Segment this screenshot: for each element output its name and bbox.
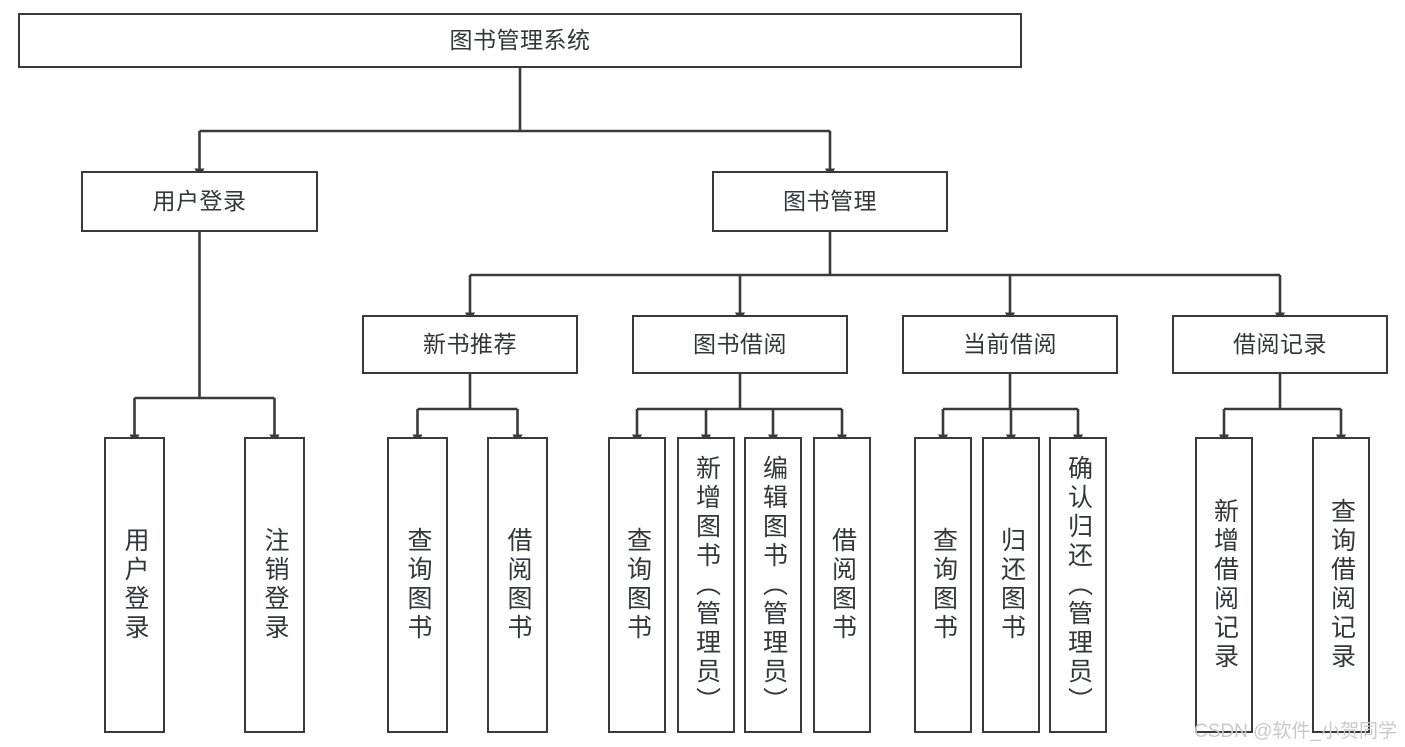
leaf-return-book[interactable]: 归还图书	[982, 437, 1040, 733]
node-new-book-recommend[interactable]: 新书推荐	[362, 315, 578, 374]
connector-lines	[129, 68, 1346, 445]
leaf-add-borrow-record[interactable]: 新增借阅记录	[1195, 437, 1253, 733]
leaf-query-borrow-record[interactable]: 查询借阅记录	[1312, 437, 1370, 733]
node-root[interactable]: 图书管理系统	[18, 13, 1022, 68]
node-label: 图书借阅	[693, 330, 787, 357]
leaf-query-book-recommend[interactable]: 查询图书	[387, 437, 448, 733]
node-label: 确认归还（管理员）	[1064, 454, 1093, 716]
node-label: 新增借阅记录	[1210, 498, 1239, 672]
watermark: CSDN @软件_小贺同学	[1194, 721, 1397, 742]
node-label: 用户登录	[152, 187, 247, 214]
node-label: 新增图书（管理员）	[692, 454, 721, 716]
node-book-borrow[interactable]: 图书借阅	[632, 315, 848, 374]
node-label: 借阅记录	[1233, 330, 1327, 357]
node-label: 当前借阅	[963, 330, 1057, 357]
leaf-edit-book-admin[interactable]: 编辑图书（管理员）	[744, 437, 802, 733]
node-book-management[interactable]: 图书管理	[712, 171, 948, 232]
node-label: 新书推荐	[423, 330, 517, 357]
node-user-login[interactable]: 用户登录	[81, 171, 318, 232]
leaf-borrow-book-recommend[interactable]: 借阅图书	[487, 437, 548, 733]
node-label: 查询图书	[404, 527, 432, 643]
node-label: 借阅图书	[504, 527, 532, 643]
leaf-query-book-borrow[interactable]: 查询图书	[608, 437, 666, 733]
node-borrow-record[interactable]: 借阅记录	[1172, 315, 1388, 374]
node-label: 归还图书	[997, 527, 1026, 643]
node-label: 查询图书	[929, 527, 958, 643]
node-label: 查询图书	[623, 527, 652, 643]
leaf-borrow-book[interactable]: 借阅图书	[813, 437, 871, 733]
node-current-borrow[interactable]: 当前借阅	[902, 315, 1118, 374]
leaf-query-book-current[interactable]: 查询图书	[914, 437, 972, 733]
node-label: 注销登录	[261, 527, 289, 643]
leaf-user-login[interactable]: 用户登录	[104, 437, 165, 733]
node-label: 图书管理	[783, 187, 877, 214]
leaf-logout[interactable]: 注销登录	[244, 437, 305, 733]
node-label: 借阅图书	[828, 527, 857, 643]
node-label: 查询借阅记录	[1327, 498, 1356, 672]
node-label: 用户登录	[121, 527, 149, 643]
leaf-add-book-admin[interactable]: 新增图书（管理员）	[677, 437, 735, 733]
leaf-confirm-return-admin[interactable]: 确认归还（管理员）	[1049, 437, 1107, 733]
node-label: 编辑图书（管理员）	[759, 454, 788, 716]
node-label: 图书管理系统	[449, 26, 591, 53]
